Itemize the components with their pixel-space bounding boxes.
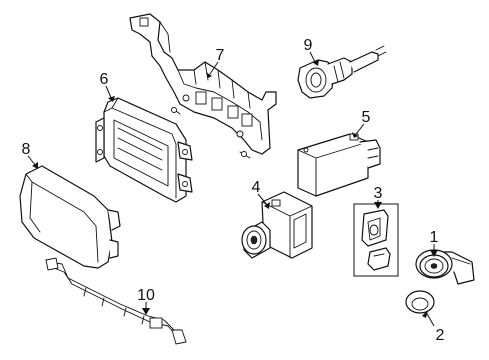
callout-1: 1 xyxy=(430,229,439,246)
part-1-sensor xyxy=(415,249,475,285)
part-8-radar xyxy=(19,165,121,269)
callout-9: 9 xyxy=(304,37,313,54)
callout-6: 6 xyxy=(100,71,109,88)
part-6-module xyxy=(95,97,193,203)
part-9-sensor xyxy=(297,45,387,99)
callout-5: 5 xyxy=(362,109,371,126)
part-2-ring xyxy=(405,290,435,314)
callout-10: 10 xyxy=(137,287,155,304)
part-7-bracket xyxy=(129,13,277,159)
callout-8: 8 xyxy=(22,141,31,158)
callout-3: 3 xyxy=(374,185,383,202)
part-10-harness xyxy=(45,257,187,345)
callout-7: 7 xyxy=(216,47,225,64)
callout-leaders xyxy=(27,51,438,327)
callout-4: 4 xyxy=(252,179,261,196)
callout-2: 2 xyxy=(436,327,445,344)
part-3-bracket-set xyxy=(353,203,399,277)
part-4-camera xyxy=(241,191,313,259)
part-5-module xyxy=(297,133,381,197)
